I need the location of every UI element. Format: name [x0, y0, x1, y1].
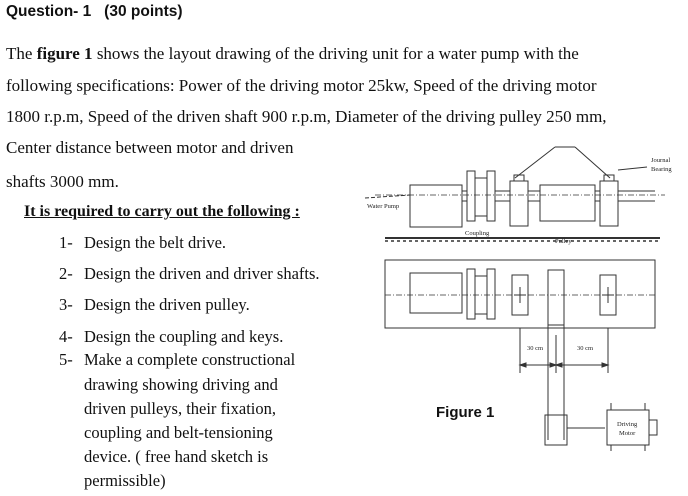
elevation-view	[364, 146, 665, 242]
description-line-2: following specifications: Power of the d…	[6, 76, 597, 95]
list-item-continuation: drawing showing driving and	[84, 375, 278, 394]
layout-drawing: Journal Bearing Water Pump Coupling Pull…	[364, 146, 672, 451]
list-item: 2- Design the driven and driver shafts.	[59, 264, 320, 284]
coupling-label: Coupling	[465, 230, 490, 237]
list-item: 4- Design the coupling and keys.	[59, 327, 283, 347]
description-line-5: shafts 3000 mm.	[6, 172, 119, 191]
item-text: Design the coupling and keys.	[84, 327, 284, 346]
pulley-label: Pulley	[555, 238, 572, 245]
item-text: Make a complete constructional	[84, 350, 296, 369]
item-number: 1-	[59, 233, 73, 252]
description-line-1: The figure 1 shows the layout drawing of…	[6, 44, 579, 64]
requirements-heading: It is required to carry out the followin…	[24, 203, 300, 220]
description-text: shows the layout drawing of the driving …	[92, 44, 579, 63]
description-text: The	[6, 44, 37, 63]
list-item: 3- Design the driven pulley.	[59, 295, 250, 315]
water-pump	[409, 184, 463, 228]
journal-bearing-label: Bearing	[651, 166, 672, 173]
description-line-3: 1800 r.p.m, Speed of the driven shaft 90…	[6, 107, 607, 126]
question-title: Question- 1 (30 points)	[6, 3, 183, 20]
figure-caption: Figure 1	[436, 404, 495, 421]
dimension-label: 30 cm	[527, 345, 543, 352]
plan-view	[384, 259, 658, 451]
list-item: 1- Design the belt drive.	[59, 233, 226, 253]
figure-reference: figure 1	[36, 44, 93, 63]
description-line-4: Center distance between motor and driven	[6, 138, 294, 157]
list-item: 5- Make a complete constructional	[59, 350, 295, 370]
item-number: 3-	[59, 295, 73, 314]
list-item-continuation: coupling and belt-tensioning	[84, 423, 273, 442]
journal-bearing	[599, 180, 619, 227]
pulley	[539, 184, 596, 222]
item-number: 4-	[59, 327, 73, 346]
item-text: Design the driven pulley.	[84, 295, 250, 314]
item-text: Design the belt drive.	[84, 233, 227, 252]
driving-motor-label: Motor	[619, 430, 636, 437]
item-number: 5-	[59, 350, 73, 369]
list-item-continuation: permissible)	[84, 471, 166, 490]
list-item-continuation: device. ( free hand sketch is	[84, 447, 269, 466]
list-item-continuation: driven pulleys, their fixation,	[84, 399, 276, 418]
journal-bearing	[509, 180, 529, 227]
journal-bearing-label: Journal	[651, 157, 670, 164]
item-number: 2-	[59, 264, 73, 283]
driving-motor-label: Driving	[617, 421, 638, 428]
item-text: Design the driven and driver shafts.	[84, 264, 320, 283]
water-pump-label: Water Pump	[367, 203, 399, 210]
dimension-label: 30 cm	[577, 345, 593, 352]
